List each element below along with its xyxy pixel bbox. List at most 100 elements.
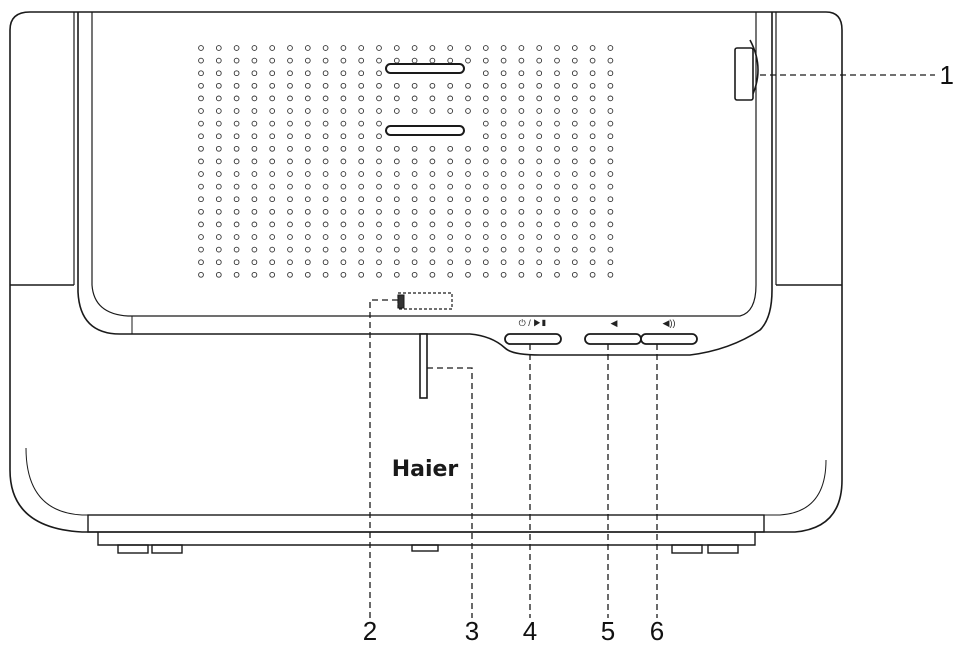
grille-hole — [233, 120, 240, 127]
grille-hole — [554, 208, 560, 215]
grille-hole — [447, 108, 454, 114]
grille-hole — [482, 133, 489, 140]
grille-hole — [287, 221, 293, 228]
grille-hole — [482, 95, 489, 102]
grille-hole — [322, 221, 329, 228]
grille-hole — [322, 208, 329, 215]
grille-hole — [198, 82, 204, 89]
grille-hole — [304, 57, 311, 64]
grille-hole — [215, 208, 222, 215]
grille-hole — [607, 246, 614, 253]
grille-hole — [233, 57, 240, 64]
grille-hole — [304, 234, 311, 240]
grille-hole — [589, 246, 596, 253]
grille-hole — [322, 108, 329, 114]
grille-hole — [429, 82, 436, 89]
callout-line-3 — [427, 367, 473, 618]
grille-hole — [554, 120, 560, 127]
grille-hole — [554, 82, 560, 89]
grille-hole — [482, 271, 489, 278]
grille-hole — [411, 221, 418, 228]
grille-hole — [447, 183, 454, 190]
grille-hole — [607, 145, 614, 152]
grille-hole — [518, 57, 525, 64]
grille-hole — [607, 120, 614, 127]
grille-hole — [411, 145, 418, 152]
grille-hole — [536, 120, 543, 127]
grille-hole — [233, 95, 240, 102]
grille-hole — [411, 171, 418, 177]
grille-hole — [589, 196, 596, 203]
grille-hole — [393, 45, 400, 51]
grille-hole — [607, 70, 614, 77]
grille-hole — [411, 57, 418, 64]
grille-hole — [251, 183, 258, 190]
grille-hole — [607, 171, 614, 177]
grille-hole — [376, 221, 382, 228]
foot-right-1 — [671, 544, 703, 554]
grille-hole — [198, 45, 204, 51]
grille-hole — [251, 70, 258, 77]
grille-hole — [287, 95, 293, 102]
grille-hole — [198, 234, 204, 240]
grille-hole — [376, 171, 382, 177]
callout-label-3: 3 — [465, 616, 479, 642]
grille-hole — [251, 158, 258, 165]
grille-hole — [447, 196, 454, 203]
grille-hole — [376, 259, 382, 266]
base — [87, 514, 765, 554]
grille-hole — [215, 158, 222, 165]
grille-hole — [233, 108, 240, 114]
foot-center — [411, 544, 439, 552]
grille-hole — [215, 133, 222, 140]
grille-hole — [269, 158, 276, 165]
grille-hole — [304, 171, 311, 177]
grille-hole — [393, 234, 400, 240]
grille-hole — [251, 234, 258, 240]
grille-hole — [287, 183, 293, 190]
grille-hole — [589, 120, 596, 127]
grille-hole — [500, 271, 507, 278]
grille-hole — [322, 234, 329, 240]
grille-hole — [518, 171, 525, 177]
grille-hole — [447, 57, 454, 64]
grille-hole — [482, 57, 489, 64]
volume-up-button[interactable] — [640, 333, 698, 345]
grille-hole — [233, 221, 240, 228]
power-play-symbol: ⏻ / ▶▮ — [519, 318, 548, 328]
grille-hole — [607, 221, 614, 228]
grille-hole — [376, 158, 382, 165]
grille-hole — [411, 82, 418, 89]
grille-hole — [482, 45, 489, 51]
grille-hole — [554, 196, 560, 203]
grille-hole — [251, 133, 258, 140]
grille-hole — [518, 234, 525, 240]
grille-hole — [251, 171, 258, 177]
grille-hole — [500, 171, 507, 177]
grille-hole — [393, 208, 400, 215]
grille-hole — [429, 208, 436, 215]
connector-outline — [397, 292, 453, 310]
grille-hole — [500, 70, 507, 77]
grille-hole — [518, 259, 525, 266]
callout-label-1: 1 — [940, 60, 954, 90]
grille-hole — [376, 271, 382, 278]
grille-hole — [233, 246, 240, 253]
grille-hole — [447, 246, 454, 253]
grille-hole — [287, 45, 293, 51]
power-play-button[interactable] — [504, 333, 562, 345]
grille-hole — [322, 57, 329, 64]
grille-hole — [429, 183, 436, 190]
grille-hole — [571, 95, 578, 102]
volume-down-button[interactable] — [584, 333, 642, 345]
callout-label-6: 6 — [650, 616, 664, 642]
grille-hole — [215, 45, 222, 51]
grille-hole — [393, 108, 400, 114]
grille-hole — [482, 221, 489, 228]
grille-hole — [304, 221, 311, 228]
cradle — [77, 12, 773, 356]
grille-hole — [358, 196, 365, 203]
grille-hole — [393, 259, 400, 266]
grille-hole — [358, 234, 365, 240]
grille-hole — [376, 108, 382, 114]
